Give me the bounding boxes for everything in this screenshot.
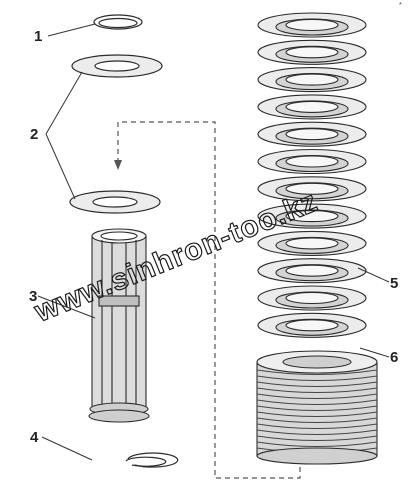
pack-ring-line xyxy=(256,399,378,405)
pack-ring-line xyxy=(256,387,378,393)
part-5-disc-stack xyxy=(257,12,367,338)
part-4-open-snap-ring xyxy=(125,452,179,468)
disc-spring xyxy=(257,285,367,311)
pack-ring-line xyxy=(256,393,378,399)
callout-2: 2 xyxy=(30,126,38,143)
pack-ring-line xyxy=(256,405,378,411)
disc-spring xyxy=(257,12,367,38)
corner-mark: * xyxy=(399,2,402,9)
assembly-path xyxy=(117,121,301,479)
pack-ring-line xyxy=(256,441,378,447)
pack-ring-line xyxy=(256,375,378,381)
pack-ring-line xyxy=(256,411,378,417)
pack-ring-line xyxy=(256,423,378,429)
disc-spring xyxy=(257,230,367,256)
callout-4: 4 xyxy=(30,429,39,446)
disc-spring xyxy=(257,94,367,120)
part-1-snap-ring xyxy=(93,14,143,30)
part-6-compressed-pack xyxy=(256,350,378,465)
part-3-cage xyxy=(88,228,150,423)
disc-spring xyxy=(257,203,367,229)
callout-1: 1 xyxy=(34,28,42,45)
part-2-upper-washer xyxy=(71,54,163,78)
leader-lines xyxy=(37,23,390,461)
pack-ring-line xyxy=(256,369,378,375)
disc-spring xyxy=(257,258,367,284)
part-2-lower-washer xyxy=(69,190,161,214)
disc-spring xyxy=(257,148,367,175)
assembly-arrow xyxy=(114,160,122,170)
pack-ring-line xyxy=(256,435,378,441)
disc-spring xyxy=(257,67,367,93)
disc-spring xyxy=(257,121,367,147)
pack-ring-line xyxy=(256,381,378,387)
callout-6: 6 xyxy=(390,349,398,366)
pack-ring-line xyxy=(256,429,378,435)
disc-spring xyxy=(257,39,367,65)
pack-ring-line xyxy=(256,417,378,423)
disc-spring xyxy=(257,176,367,202)
callout-5: 5 xyxy=(390,275,398,292)
callout-3: 3 xyxy=(29,288,37,305)
disc-spring xyxy=(257,312,367,338)
